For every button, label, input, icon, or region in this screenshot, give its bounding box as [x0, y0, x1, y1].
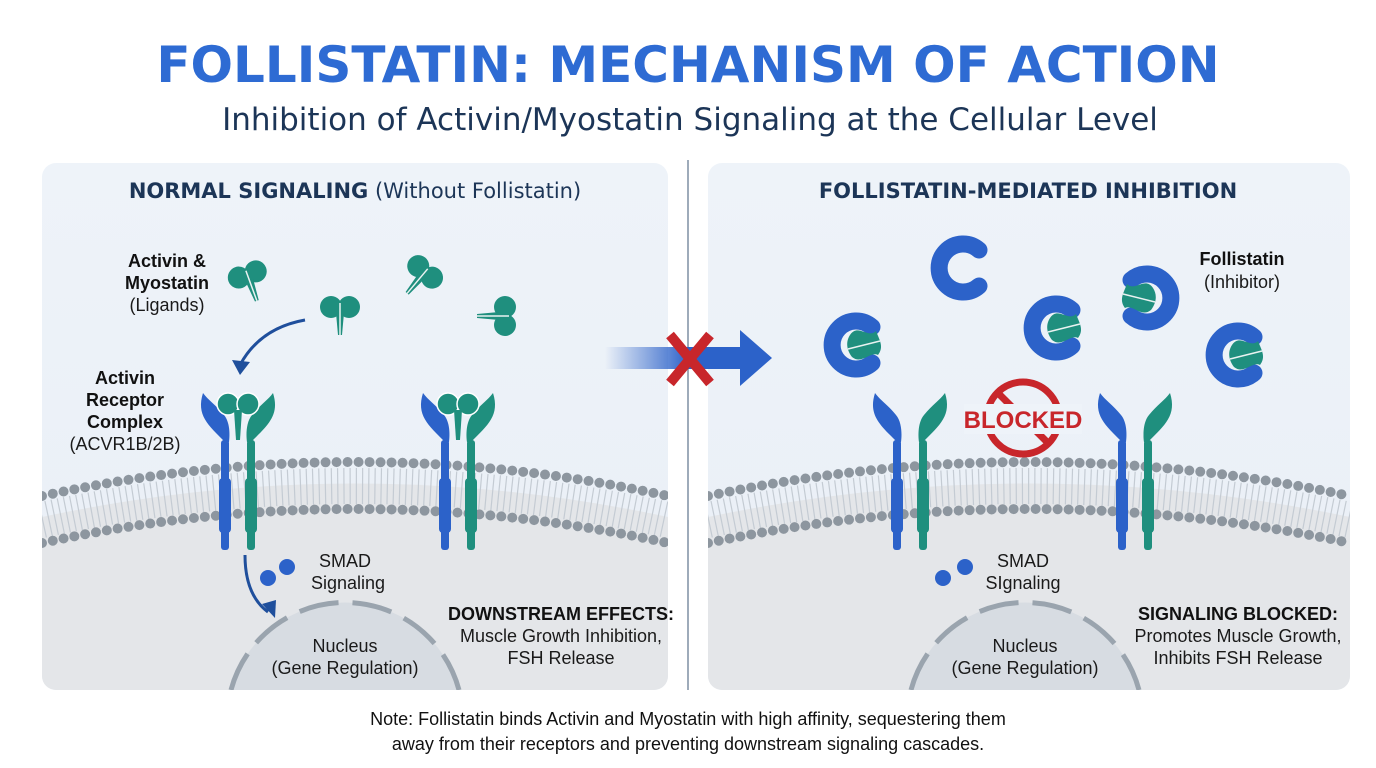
ligand-label: Myostatin	[125, 273, 209, 293]
follistatin-ligand-complex	[1214, 331, 1263, 379]
nucleus-label: Nucleus	[992, 636, 1057, 656]
smad-label: SMAD	[997, 551, 1049, 571]
panel-title-left: NORMAL SIGNALING (Without Follistatin)	[129, 179, 581, 203]
effects-line: Inhibits FSH Release	[1153, 648, 1322, 668]
effects-line: FSH Release	[507, 648, 614, 668]
smad-protein	[957, 559, 973, 575]
x-mark-icon	[666, 331, 714, 387]
follistatin-ligand-complex	[832, 321, 881, 369]
nucleus-label: (Gene Regulation)	[271, 658, 418, 678]
follistatin-label: Follistatin	[1200, 249, 1285, 269]
receptor-label: Receptor	[86, 390, 164, 410]
ligand-label: Activin &	[128, 251, 206, 271]
receptor-label: Complex	[87, 412, 163, 432]
binding-arrow	[238, 318, 306, 366]
smad-protein	[279, 559, 295, 575]
cell-membrane-right	[708, 457, 1350, 690]
follistatin-label: (Inhibitor)	[1204, 272, 1280, 292]
page-subtitle: Inhibition of Activin/Myostatin Signalin…	[222, 102, 1158, 138]
panel-title-right: FOLLISTATIN-MEDIATED INHIBITION	[819, 179, 1237, 203]
smad-label: SMAD	[319, 551, 371, 571]
footnote: Note: Follistatin binds Activin and Myos…	[370, 709, 1006, 729]
effects-line: Muscle Growth Inhibition,	[460, 626, 662, 646]
nucleus-left	[228, 600, 462, 690]
smad-protein	[935, 570, 951, 586]
nucleus-right	[908, 600, 1142, 690]
smad-label: SIgnaling	[985, 573, 1060, 593]
follistatin-ligand-complex	[1032, 304, 1081, 352]
nucleus-label: Nucleus	[312, 636, 377, 656]
follistatin-ligand-complex	[1122, 274, 1171, 322]
effects-title: SIGNALING BLOCKED:	[1138, 604, 1338, 624]
effects-title: DOWNSTREAM EFFECTS:	[448, 604, 674, 624]
blocked-badge: BLOCKED	[964, 378, 1083, 458]
receptor-label: (ACVR1B/2B)	[69, 434, 180, 454]
smad-protein	[260, 570, 276, 586]
footnote: away from their receptors and preventing…	[392, 734, 984, 754]
signaling-arrow	[243, 554, 269, 614]
blocked-label: BLOCKED	[964, 407, 1083, 434]
smad-label: Signaling	[311, 573, 385, 593]
receptor-label: Activin	[95, 368, 155, 388]
cell-membrane-left	[42, 457, 668, 690]
signaling-arrowhead	[262, 600, 276, 618]
nucleus-label: (Gene Regulation)	[951, 658, 1098, 678]
binding-arrowhead	[232, 360, 250, 375]
ligand-label: (Ligands)	[129, 295, 204, 315]
page-title: FOLLISTATIN: MECHANISM OF ACTION	[156, 36, 1219, 94]
effects-line: Promotes Muscle Growth,	[1134, 626, 1341, 646]
